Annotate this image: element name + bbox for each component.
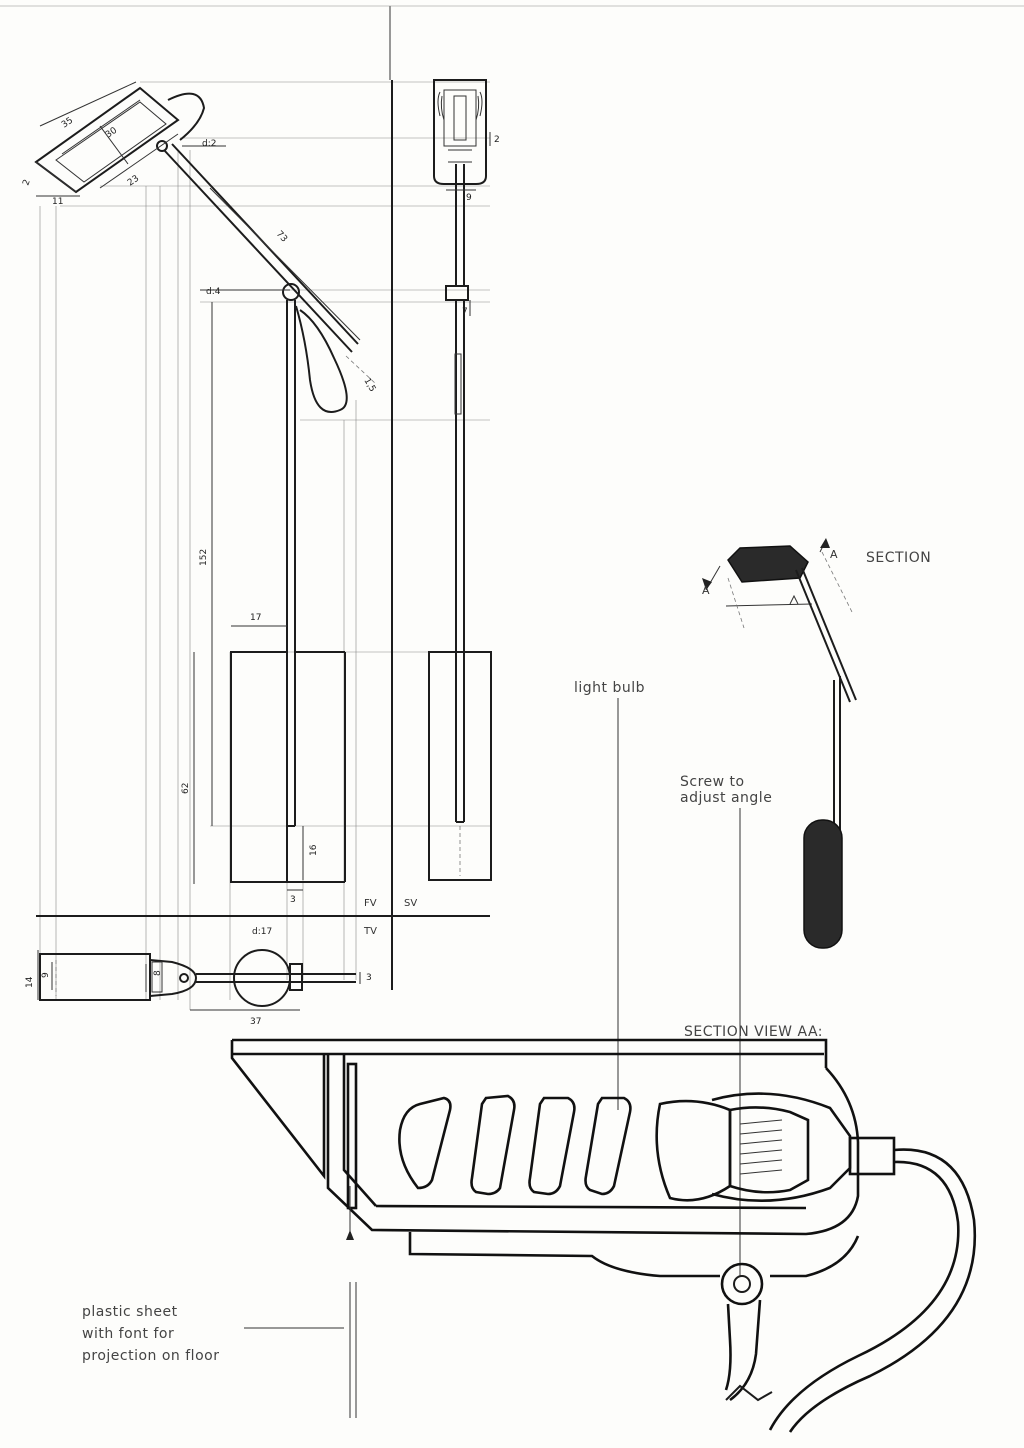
dim-side-2: 2 — [494, 135, 500, 145]
screw-label-line2: adjust angle — [680, 790, 772, 806]
section-view-label: SECTION VIEW AA: — [684, 1024, 823, 1040]
dim-2-left: 2 — [21, 178, 32, 187]
dim-16: 16 — [309, 844, 319, 856]
bulb-socket — [728, 1106, 810, 1194]
housing-top — [232, 1038, 828, 1068]
top-view-joint — [289, 963, 303, 991]
top-view: 14 9 8 d:17 37 3 — [25, 927, 372, 1027]
annotations: light bulb Screw to adjust angle SECTION… — [82, 680, 823, 1364]
plastic-label-line2: with font for — [82, 1326, 174, 1342]
dim-head-pivot: d:2 — [202, 139, 216, 149]
top-view-base-disc — [233, 949, 291, 1007]
section-a-top: A — [830, 548, 838, 561]
bulb-coil-4 — [584, 1096, 632, 1196]
dim-17: 17 — [250, 613, 261, 623]
cable-connector — [848, 1136, 896, 1176]
dim-1-5: 1,5 — [361, 377, 377, 394]
construction-lines — [39, 81, 490, 1010]
section-a-left: A — [702, 584, 710, 597]
front-view-pole — [286, 300, 296, 827]
dim-side-9: 9 — [466, 193, 472, 203]
plastic-label-line3: projection on floor — [82, 1348, 219, 1364]
front-view-lamp-head — [34, 86, 206, 194]
side-view-pole — [445, 164, 469, 823]
dim-35: 35 — [60, 116, 75, 131]
front-view-arm — [163, 143, 377, 413]
section-view-aa — [230, 1038, 977, 1433]
screw-label-line1: Screw to — [680, 774, 745, 790]
housing-front-lip — [230, 1040, 326, 1180]
side-view-base — [428, 651, 492, 881]
bulb-coil-3 — [528, 1096, 576, 1196]
side-view: 2 9 7 — [428, 79, 500, 881]
dim-top-disc: d:17 — [252, 927, 272, 937]
plastic-sheet-slot — [346, 1062, 358, 1210]
bulb-neck — [655, 1099, 732, 1202]
dim-top-3: 3 — [366, 973, 372, 983]
light-bulb-label: light bulb — [574, 680, 645, 696]
dim-73: 73 — [274, 229, 289, 244]
front-view-base-left — [230, 651, 288, 883]
section-label: SECTION — [866, 550, 931, 566]
label-sv: SV — [404, 898, 417, 909]
section-base-shaded — [803, 819, 843, 949]
dim-3: 3 — [290, 895, 296, 905]
pivot-screw — [720, 1262, 764, 1306]
dim-top-37: 37 — [250, 1017, 261, 1027]
dim-62: 62 — [181, 783, 191, 794]
section-sketch: SECTION A A — [702, 538, 931, 949]
section-head-shaded — [727, 545, 809, 583]
front-view-joint — [282, 283, 300, 301]
bulb-coil-2 — [470, 1094, 516, 1196]
label-tv: TV — [363, 926, 377, 937]
top-view-head — [39, 953, 151, 1001]
dim-joint: d:4 — [206, 287, 221, 297]
dim-top-9: 9 — [41, 972, 51, 978]
front-view-dimension-lines — [36, 81, 361, 891]
dim-152: 152 — [199, 549, 209, 566]
dim-30: 30 — [104, 126, 119, 141]
dim-side-7: 7 — [462, 307, 468, 317]
label-fv: FV — [364, 898, 377, 909]
plastic-label-line1: plastic sheet — [82, 1304, 178, 1320]
dim-11: 11 — [52, 197, 63, 207]
housing-body — [326, 1054, 860, 1236]
side-view-lamp-head — [433, 79, 487, 185]
dim-top-14: 14 — [25, 976, 35, 988]
dim-top-8: 8 — [153, 970, 163, 976]
socket-thread-lines — [739, 1119, 783, 1175]
front-view: 35 30 23 11 2 1,5 d:2 73 d:4 152 17 62 1… — [21, 81, 377, 905]
bulb-coil-1 — [398, 1096, 452, 1190]
power-cable — [788, 1148, 977, 1433]
view-dividers — [0, 5, 1024, 990]
side-view-joint — [445, 285, 469, 301]
